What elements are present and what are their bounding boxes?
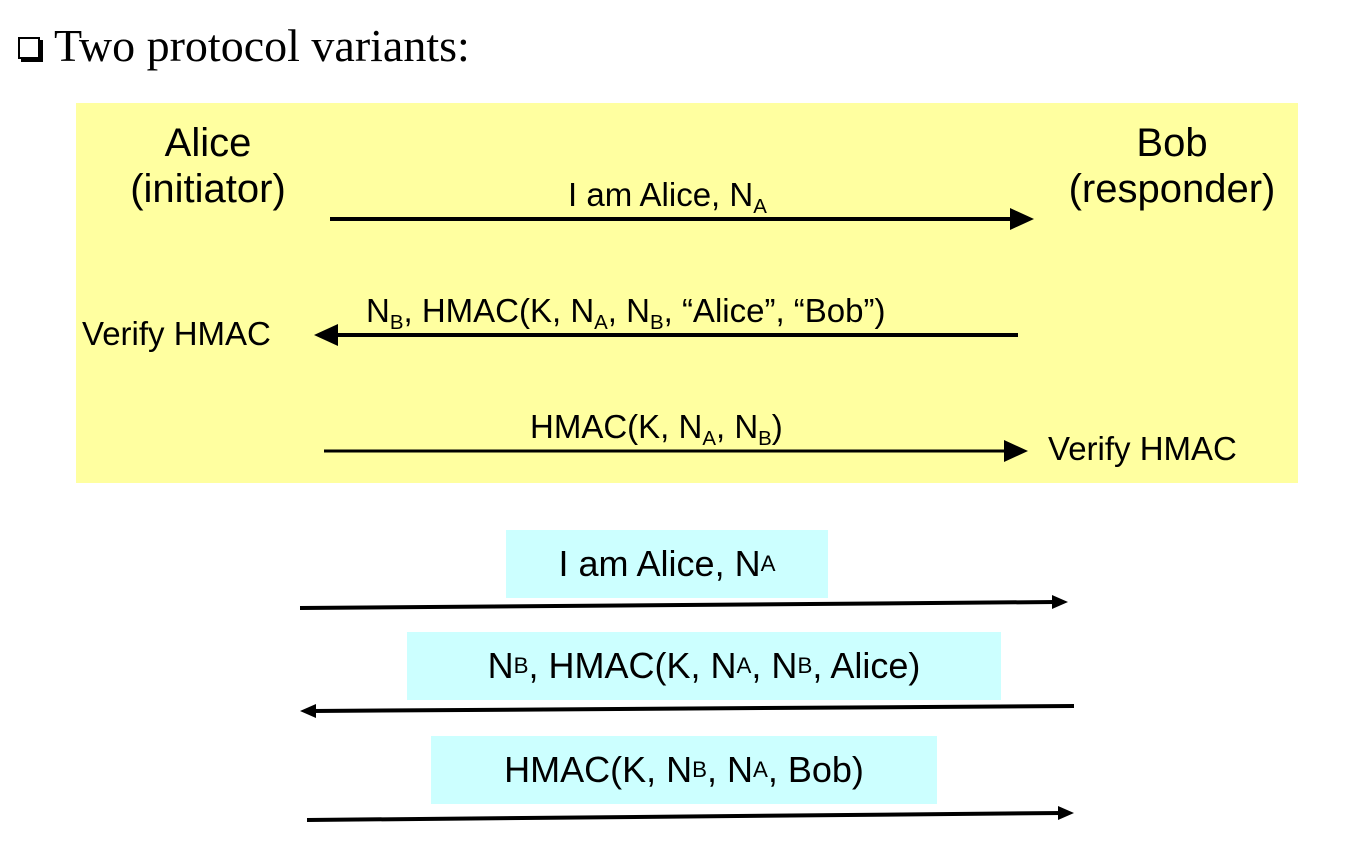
v2-msg2-part: , Alice)	[812, 645, 921, 686]
v1-msg3-part: HMAC(K, N	[530, 408, 703, 445]
v1-msg3-sub: A	[702, 427, 716, 451]
checkbox-bullet-icon	[18, 37, 40, 59]
v2-msg3-part: , Bob)	[767, 749, 864, 790]
v1-msg2-part: N	[366, 292, 390, 329]
v1-message-1: I am Alice, NA	[568, 176, 767, 217]
v1-arrow-3	[324, 440, 1028, 462]
heading-text: Two protocol variants:	[54, 20, 470, 71]
v1-msg2-part: , N	[607, 292, 650, 329]
v1-msg1-sub: A	[753, 195, 767, 219]
v2-arrow-3	[306, 806, 1074, 822]
v1-message-3: HMAC(K, NA, NB)	[530, 408, 783, 449]
v1-msg3-sub: B	[758, 427, 772, 451]
bob-role: (responder)	[1068, 167, 1276, 211]
v1-arrow-2	[314, 324, 1018, 346]
v2-arrow-1	[299, 595, 1068, 610]
v1-msg3-part: )	[771, 408, 783, 445]
v1-msg2-sub: B	[649, 311, 664, 335]
v2-arrow-2	[300, 704, 1075, 718]
bob-label: Bob (responder)	[1052, 120, 1292, 212]
v1-msg2-part: , “Alice”, “Bob”)	[663, 292, 886, 329]
verify-hmac-alice: Verify HMAC	[82, 315, 271, 352]
variant1-panel	[76, 103, 1298, 483]
v1-message-2: NB, HMAC(K, NA, NB, “Alice”, “Bob”)	[366, 292, 886, 333]
v2-msg2-part: , HMAC(K, N	[528, 645, 737, 686]
v2-msg3-part: , N	[706, 749, 753, 790]
v2-msg1-text: I am Alice, N	[558, 543, 761, 584]
alice-name: Alice	[164, 121, 252, 165]
v1-msg1-text: I am Alice, N	[568, 176, 754, 213]
verify-hmac-bob: Verify HMAC	[1048, 430, 1237, 467]
v2-msg2-part: N	[487, 645, 514, 686]
v2-msg3-part: HMAC(K, N	[504, 749, 693, 790]
v1-msg2-sub: A	[594, 311, 608, 335]
v1-msg3-part: , N	[715, 408, 759, 445]
v1-arrow-1	[330, 208, 1034, 230]
alice-label: Alice (initiator)	[120, 120, 296, 212]
bob-name: Bob	[1136, 121, 1208, 165]
v2-msg2-part: , N	[751, 645, 798, 686]
v1-msg2-sub: B	[389, 311, 404, 335]
slide-heading: Two protocol variants:	[18, 18, 470, 74]
v1-msg2-part: , HMAC(K, N	[403, 292, 595, 329]
alice-role: (initiator)	[130, 167, 286, 211]
